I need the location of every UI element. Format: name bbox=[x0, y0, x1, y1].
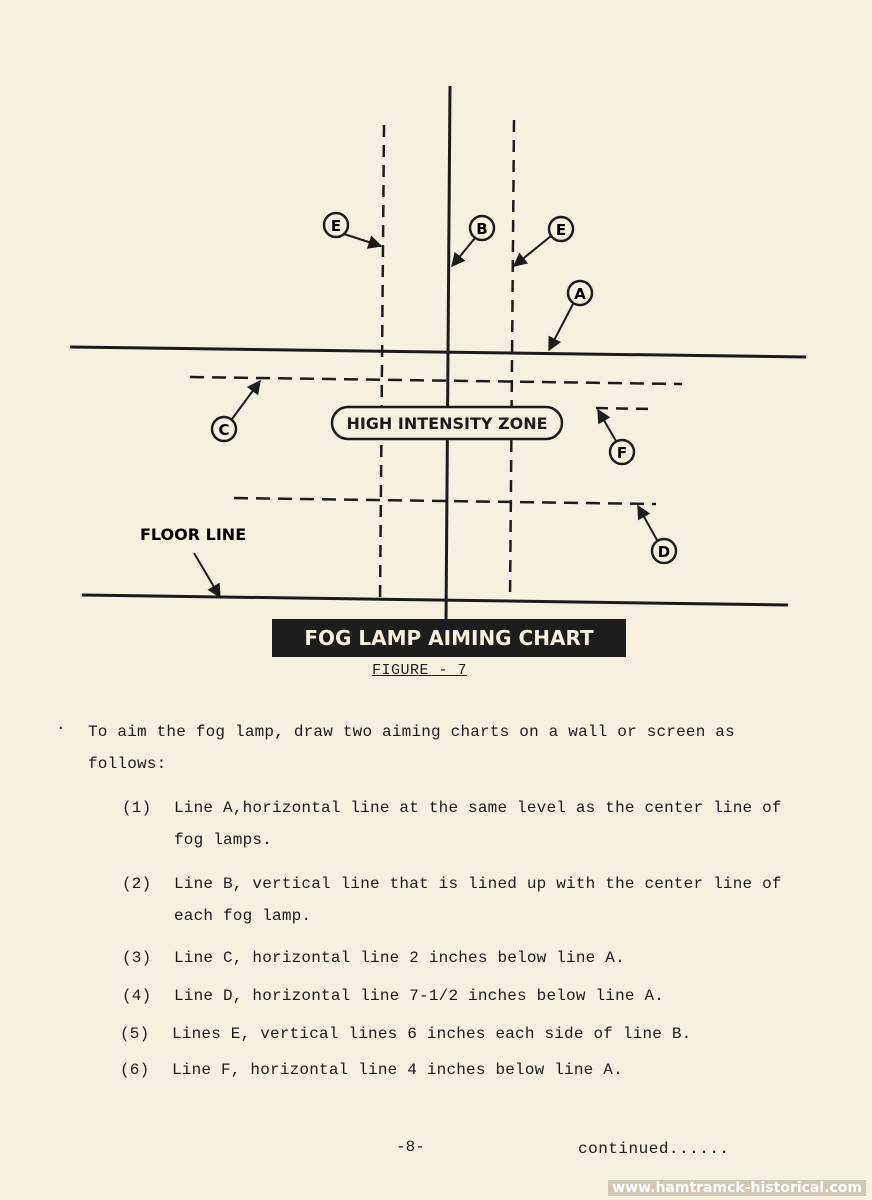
svg-text:F: F bbox=[617, 444, 627, 462]
list-item-text: Line A,horizontal line at the same level… bbox=[174, 799, 782, 849]
site-watermark: www.hamtramck-historical.com bbox=[608, 1180, 866, 1196]
list-item-text: Lines E, vertical lines 6 inches each si… bbox=[172, 1025, 692, 1043]
svg-text:D: D bbox=[658, 543, 670, 561]
callout-f: F bbox=[597, 408, 636, 466]
high-intensity-zone-label: HIGH INTENSITY ZONE bbox=[346, 414, 547, 433]
line-b bbox=[444, 85, 452, 623]
floor-line-label: FLOOR LINE bbox=[140, 525, 246, 544]
svg-text:B: B bbox=[476, 220, 487, 238]
list-item-number: (2) bbox=[122, 875, 152, 893]
line-e-right bbox=[508, 119, 516, 603]
callout-e-left: E bbox=[322, 211, 383, 249]
svg-text:C: C bbox=[218, 421, 229, 439]
svg-text:E: E bbox=[556, 221, 566, 239]
list-item-number: (1) bbox=[122, 799, 152, 817]
line-c bbox=[189, 375, 683, 386]
floor-line bbox=[81, 593, 789, 607]
svg-text:A: A bbox=[574, 285, 586, 303]
line-e-left bbox=[378, 124, 386, 603]
list-item-number: (3) bbox=[122, 949, 152, 967]
list-item-number: (4) bbox=[122, 987, 152, 1005]
bullet-point: . bbox=[56, 716, 66, 734]
continued-note: continued...... bbox=[578, 1140, 730, 1158]
floor-line-arrow bbox=[193, 552, 221, 599]
chart-title-bar bbox=[272, 619, 626, 657]
list-item-number: (5) bbox=[120, 1025, 150, 1043]
list-item-number: (6) bbox=[120, 1061, 150, 1079]
figure-caption: FIGURE - 7 bbox=[372, 662, 468, 679]
line-d bbox=[233, 496, 657, 506]
list-item-text: Line D, horizontal line 7-1/2 inches bel… bbox=[174, 987, 665, 1005]
callout-b: B bbox=[451, 214, 496, 268]
callout-d: D bbox=[637, 504, 678, 565]
fog-lamp-aiming-diagram: HIGH INTENSITY ZONE E B E A C F D FLOOR … bbox=[69, 85, 807, 657]
list-item-text: Line B, vertical line that is lined up w… bbox=[174, 875, 782, 925]
page-number: -8- bbox=[396, 1138, 425, 1156]
svg-text:E: E bbox=[331, 217, 341, 235]
line-f bbox=[595, 406, 653, 411]
callout-a: A bbox=[548, 279, 594, 352]
list-item-text: Line C, horizontal line 2 inches below l… bbox=[174, 949, 625, 967]
chart-title: FOG LAMP AIMING CHART bbox=[304, 626, 594, 650]
high-intensity-zone-box bbox=[330, 405, 564, 441]
intro-paragraph: To aim the fog lamp, draw two aiming cha… bbox=[88, 723, 735, 773]
list-item-text: Line F, horizontal line 4 inches below l… bbox=[172, 1061, 623, 1079]
line-a bbox=[69, 345, 807, 359]
callout-c: C bbox=[210, 379, 261, 443]
callout-e-right: E bbox=[512, 215, 575, 267]
